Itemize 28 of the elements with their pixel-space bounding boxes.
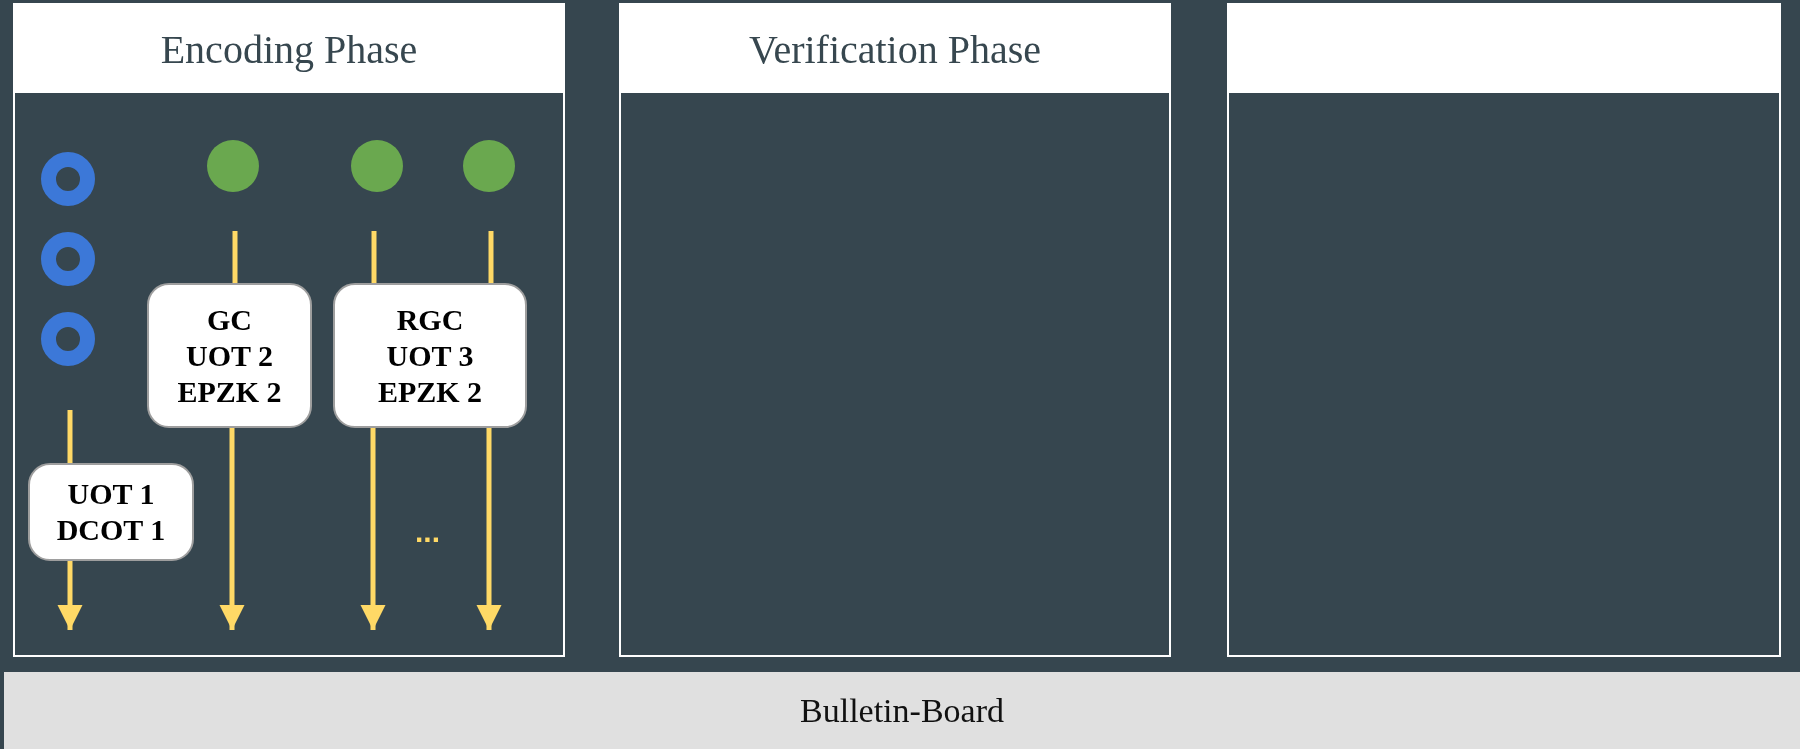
arrow <box>360 428 386 630</box>
ring-node <box>41 232 95 286</box>
arrow <box>219 428 245 630</box>
dot-node <box>351 140 403 192</box>
connector-line <box>488 231 494 283</box>
dot-node <box>463 140 515 192</box>
process-box <box>147 283 312 428</box>
bulletin-board-bar <box>4 672 1800 749</box>
ellipsis-text: ... <box>415 515 440 549</box>
box-text: RGC UOT 3 EPZK 2 <box>376 301 484 410</box>
bar-title: Bulletin-Board <box>800 691 1004 730</box>
connector-line <box>232 231 238 283</box>
phase-panel <box>619 3 1171 657</box>
box-text: UOT 1 DCOT 1 <box>55 476 167 548</box>
dot-node <box>207 140 259 192</box>
ring-node <box>41 312 95 366</box>
phase-panel <box>13 3 565 657</box>
arrow <box>57 561 83 630</box>
phase-panel <box>1227 3 1781 657</box>
connector-line <box>371 231 377 283</box>
panel-header: Verification Phase <box>621 5 1169 93</box>
box-text: GC UOT 2 EPZK 2 <box>176 301 283 410</box>
panel-header: Encoding Phase <box>15 5 563 93</box>
process-box <box>333 283 527 428</box>
process-box <box>28 463 194 561</box>
connector-line <box>67 410 73 463</box>
arrow <box>476 428 502 630</box>
ring-node <box>41 152 95 206</box>
